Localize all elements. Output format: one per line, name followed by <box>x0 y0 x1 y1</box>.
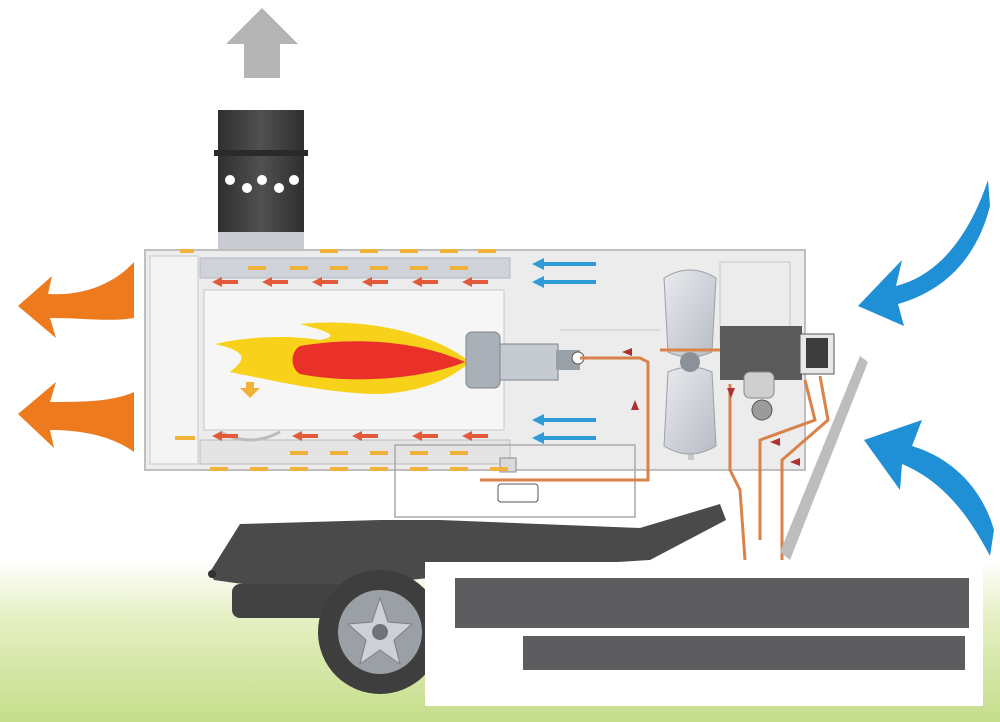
fan-icon <box>663 269 717 460</box>
internal-hot-air-flow <box>212 277 488 441</box>
internal-warm-air-flow <box>175 249 508 471</box>
internal-cold-air-flow <box>532 258 596 444</box>
fuel-lines <box>480 348 830 561</box>
chassis <box>208 504 726 618</box>
exhaust-arrow-icon <box>226 8 298 78</box>
cold-air-arrow-icon <box>864 420 994 556</box>
flame-icon <box>215 322 470 394</box>
cold-air-arrow-icon <box>858 180 990 326</box>
redacted-text-bar <box>455 578 969 628</box>
fuel-flow-markers <box>622 348 800 466</box>
label-panel <box>425 562 983 706</box>
chimney <box>214 110 308 260</box>
wheel-icon <box>318 570 442 694</box>
redacted-text-bar <box>523 636 965 670</box>
burner <box>465 331 585 389</box>
pump-motor <box>720 326 835 421</box>
handle <box>780 356 868 560</box>
hot-air-arrow-icon <box>18 262 134 338</box>
hot-air-arrow-icon <box>18 382 134 452</box>
